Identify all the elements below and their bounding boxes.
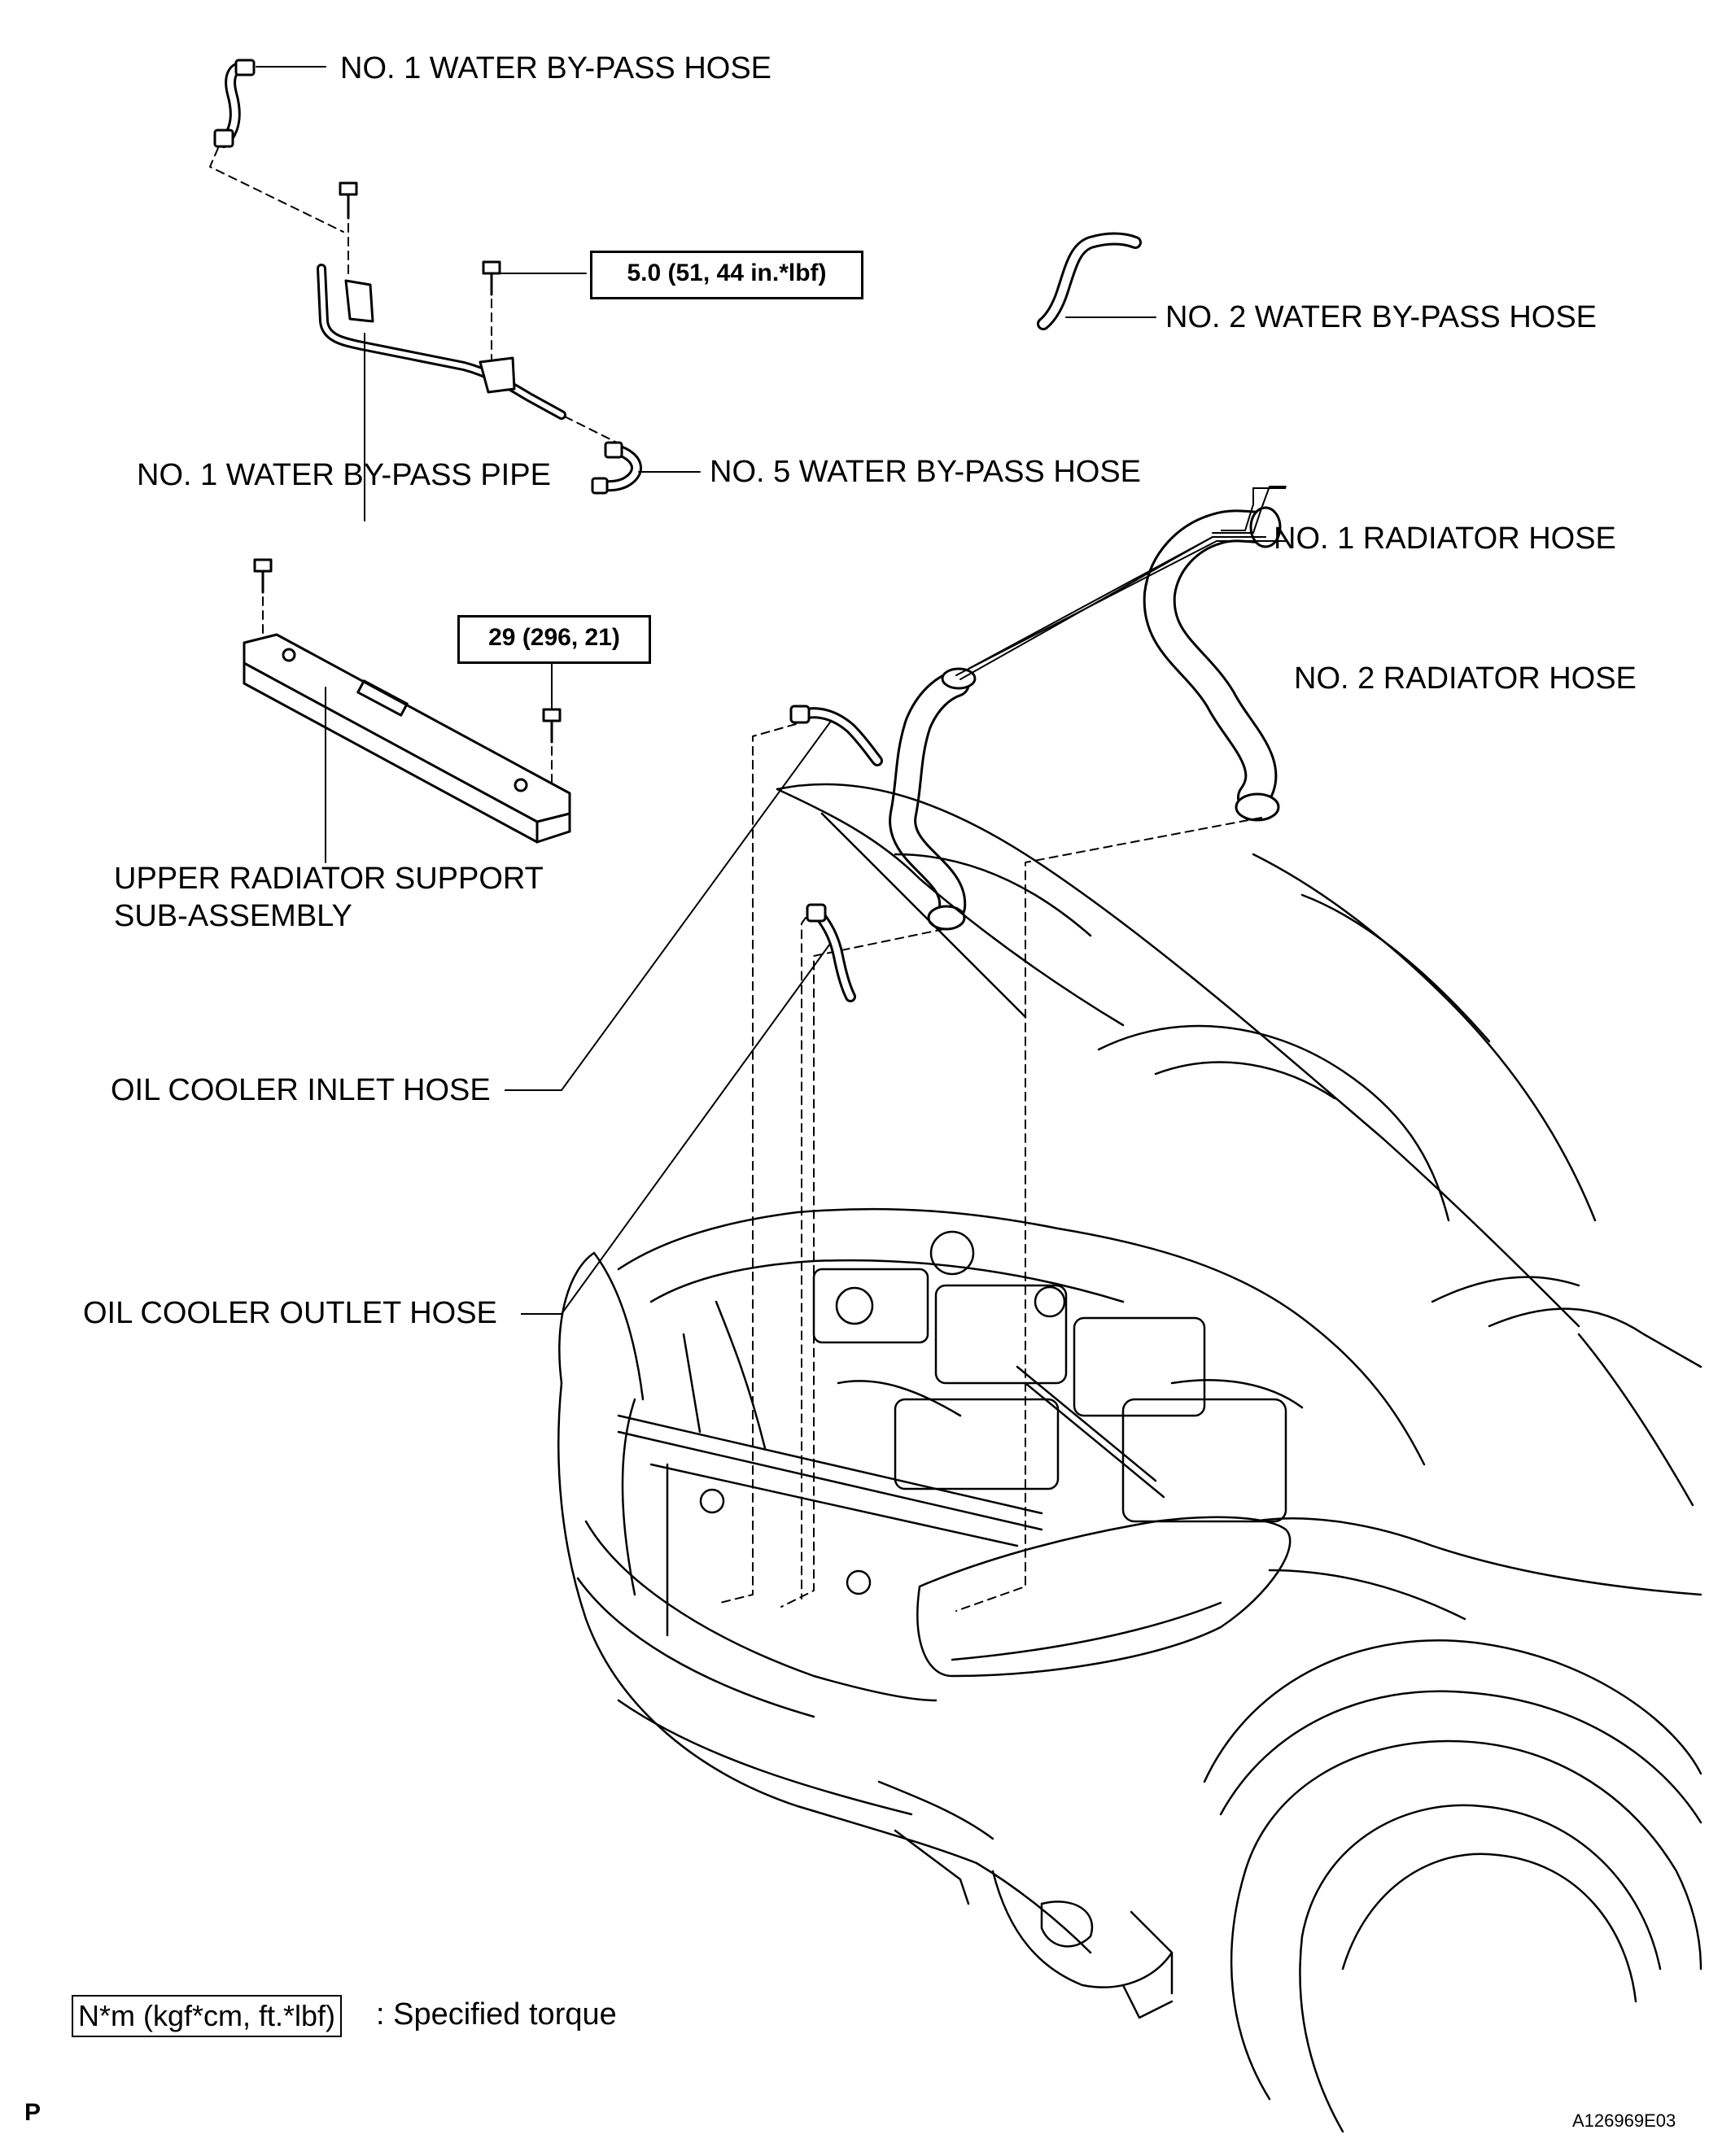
label-oil-cooler-inlet-hose: OIL COOLER INLET HOSE bbox=[111, 1073, 491, 1107]
torque-box-pipe-bolt: 5.0 (51, 44 in.*lbf) bbox=[590, 251, 863, 299]
legend-torque-unit: N*m (kgf*cm, ft.*lbf) bbox=[72, 1995, 343, 2037]
water-bypass-hose-5-part bbox=[591, 441, 642, 495]
bolt-part bbox=[482, 260, 587, 363]
vehicle-front-outline bbox=[557, 783, 1702, 2133]
label-upper-radiator-support-line2: SUB-ASSEMBLY bbox=[114, 899, 352, 933]
upper-radiator-support-part bbox=[243, 633, 571, 863]
figure-id: A126969E03 bbox=[1572, 2110, 1676, 2131]
bolt-part bbox=[253, 558, 273, 644]
oil-cooler-inlet-hose-part bbox=[789, 705, 883, 766]
oil-cooler-outlet-hose-part bbox=[806, 903, 856, 1002]
label-oil-cooler-outlet-hose: OIL COOLER OUTLET HOSE bbox=[83, 1296, 497, 1330]
water-bypass-pipe-1-part bbox=[317, 264, 566, 522]
leader-oil-cooler-inlet bbox=[505, 719, 833, 1091]
label-upper-radiator-support-line1: UPPER RADIATOR SUPPORT bbox=[114, 862, 544, 896]
label-water-bypass-hose-2: NO. 2 WATER BY-PASS HOSE bbox=[1165, 300, 1598, 334]
legend-torque-meaning: : Specified torque bbox=[376, 1997, 617, 2032]
label-water-bypass-pipe-1: NO. 1 WATER BY-PASS PIPE bbox=[137, 458, 551, 492]
corner-mark: P bbox=[24, 2099, 42, 2126]
label-radiator-hose-2: NO. 2 RADIATOR HOSE bbox=[1294, 661, 1637, 696]
radiator-hose-1-part bbox=[889, 667, 977, 931]
torque-box-support-bolt: 29 (296, 21) bbox=[457, 615, 651, 664]
label-water-bypass-hose-1: NO. 1 WATER BY-PASS HOSE bbox=[340, 51, 772, 85]
label-radiator-hose-1: NO. 1 RADIATOR HOSE bbox=[1274, 522, 1616, 556]
water-bypass-hose-2-part bbox=[1037, 232, 1142, 330]
bolt-part bbox=[339, 181, 358, 277]
bolt-part bbox=[542, 652, 562, 794]
water-bypass-hose-1-part bbox=[213, 59, 256, 148]
label-water-bypass-hose-5: NO. 5 WATER BY-PASS HOSE bbox=[710, 455, 1142, 489]
leader-radiator-hose-2 bbox=[1221, 487, 1286, 531]
radiator-hose-2-part bbox=[1143, 506, 1282, 822]
leader-oil-cooler-outlet bbox=[521, 943, 831, 1315]
